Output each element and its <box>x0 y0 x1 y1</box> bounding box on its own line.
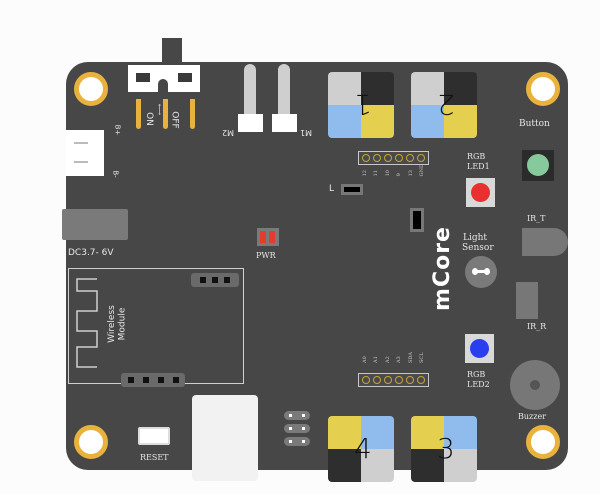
reset-label: RESET <box>140 453 169 462</box>
rgb-led1-label-line1: RGB <box>467 152 486 161</box>
port-2[interactable]: 2 <box>411 72 477 138</box>
rgb-led2-label-line1: RGB <box>467 370 486 379</box>
light-sensor-label-line2: Sensor <box>462 243 494 253</box>
top-header-labels: 12 11 10 9 13 GND <box>362 164 427 176</box>
switch-direction-arrow-icon: ⟷ <box>155 103 165 116</box>
port-2-number: 2 <box>437 88 455 121</box>
top-pin-header <box>358 151 429 165</box>
light-sensor-label-line1: Light <box>463 233 488 243</box>
reset-button[interactable] <box>138 427 170 445</box>
battery-connector[interactable] <box>66 130 104 176</box>
top-pin-label: 11 <box>373 170 380 177</box>
port-4-number: 4 <box>354 432 372 465</box>
button-label: Button <box>519 119 550 129</box>
rgb-led2 <box>465 334 494 363</box>
top-pin-label: GND <box>418 164 425 177</box>
bottom-pin-label: SCL <box>418 352 425 364</box>
antenna-trace-icon <box>76 278 98 368</box>
bottom-pin-label: A2 <box>384 356 391 364</box>
motor-m1-label: M1 <box>300 128 312 137</box>
bottom-pin-label: A1 <box>373 356 380 364</box>
switch-on-label: ON <box>143 112 154 126</box>
mounting-hole-bottom-right <box>526 425 560 459</box>
port-1-number: 1 <box>354 88 372 121</box>
battery-minus-label: B- <box>111 170 120 178</box>
rgb-led1 <box>466 178 495 207</box>
isp-header <box>284 411 310 446</box>
smd-component <box>410 208 424 232</box>
ir-t-label: IR_T <box>527 214 546 223</box>
usb-port[interactable] <box>192 395 258 481</box>
ir-receiver <box>516 282 538 319</box>
dc-jack-label: DC3.7- 6V <box>68 248 114 258</box>
top-pin-label: 10 <box>384 170 391 177</box>
pwr-led <box>257 228 279 246</box>
battery-plus-label: B+ <box>113 124 122 136</box>
power-switch-lever[interactable] <box>162 38 182 68</box>
buzzer <box>510 360 560 410</box>
wireless-header-top <box>191 273 239 287</box>
bottom-pin-label: SDA <box>407 352 414 364</box>
switch-off-label: OFF <box>169 111 180 129</box>
bottom-pin-label: A3 <box>396 356 403 364</box>
rgb-led2-label-line2: LED2 <box>467 380 490 389</box>
port-4[interactable]: 4 <box>328 416 394 482</box>
wireless-module[interactable]: Wireless Module <box>68 268 244 387</box>
switch-pin-2 <box>163 99 168 129</box>
mounting-hole-top-left <box>74 72 108 106</box>
switch-pin-1 <box>136 99 141 129</box>
pwr-label: PWR <box>256 251 276 260</box>
l-led <box>341 184 363 195</box>
light-sensor-icon <box>473 270 489 273</box>
top-pin-label: 9 <box>396 173 403 177</box>
wireless-label-line2: Module <box>117 307 128 341</box>
onboard-button[interactable] <box>522 150 554 181</box>
bottom-pin-header <box>358 373 429 387</box>
port-3-number: 3 <box>437 432 455 465</box>
top-pin-label: 12 <box>362 170 368 177</box>
mounting-hole-top-right <box>526 72 560 106</box>
power-switch[interactable] <box>128 65 200 92</box>
ir-r-label: IR_R <box>527 322 547 331</box>
l-led-label: L <box>329 184 335 194</box>
wireless-header-bottom <box>121 373 185 387</box>
port-1[interactable]: 1 <box>328 72 394 138</box>
ir-transmitter <box>522 228 568 256</box>
light-sensor <box>465 256 497 288</box>
mcore-logo: mCore <box>429 226 455 311</box>
motor-m2-label: M2 <box>222 128 234 137</box>
mounting-hole-bottom-left <box>74 425 108 459</box>
dc-power-jack[interactable] <box>62 209 128 240</box>
top-pin-label: 13 <box>407 170 414 177</box>
bottom-header-labels: A0 A1 A2 A3 SDA SCL <box>362 352 427 363</box>
wireless-label-line1: Wireless <box>106 305 117 343</box>
switch-pin-3 <box>190 99 195 129</box>
rgb-led1-label-line2: LED1 <box>467 162 490 171</box>
buzzer-label: Buzzer <box>518 412 547 421</box>
port-3[interactable]: 3 <box>411 416 477 482</box>
bottom-pin-label: A0 <box>362 356 368 364</box>
